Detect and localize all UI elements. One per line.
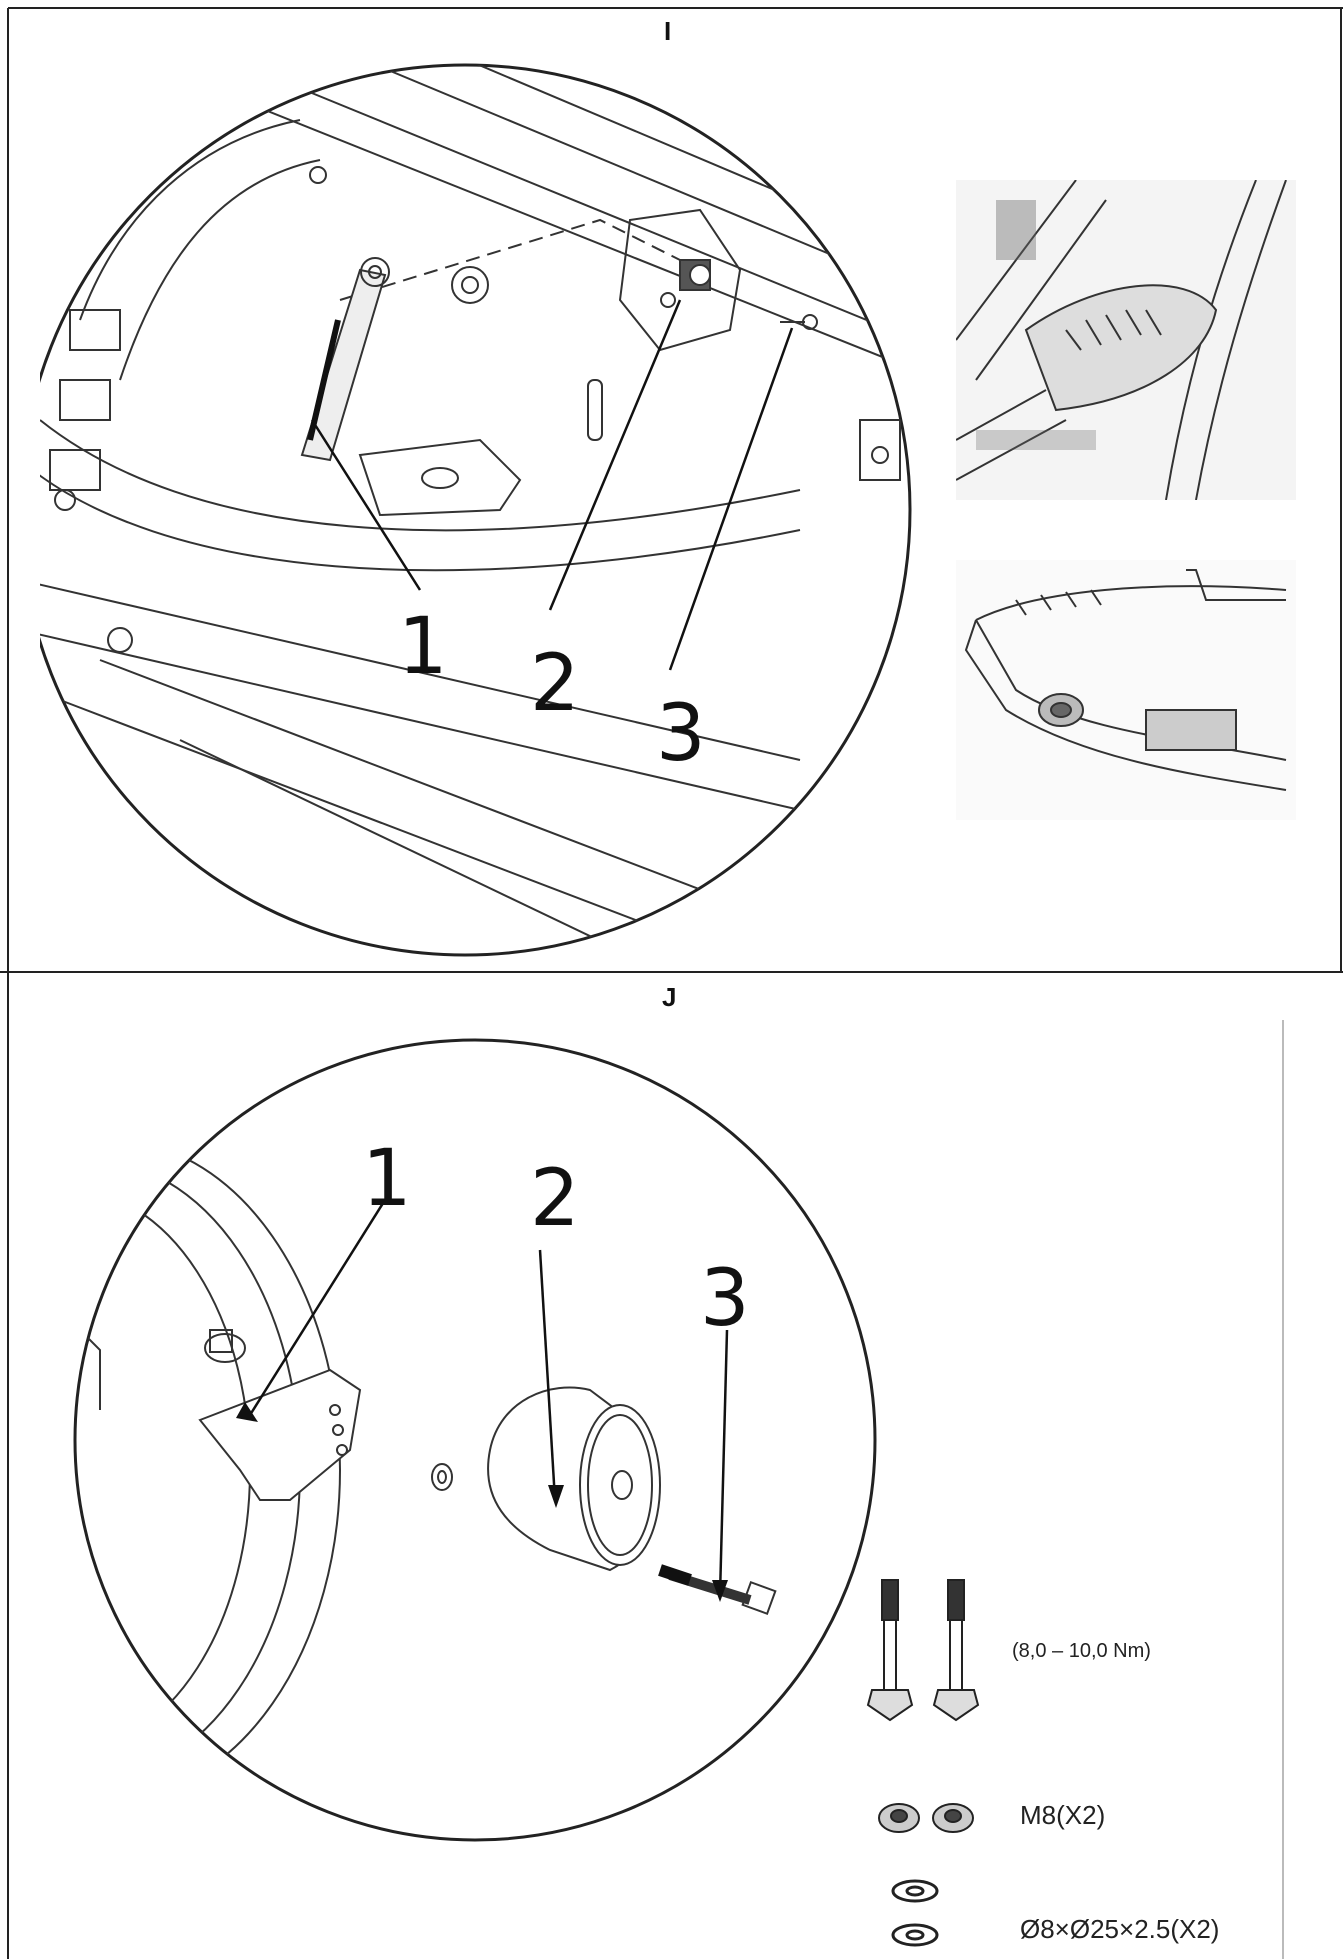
bolt-pair-icon bbox=[866, 1579, 980, 1722]
step-j-detail-drawing bbox=[73, 1038, 877, 1842]
nut-pair-icon bbox=[878, 1803, 974, 1833]
step-j-callout-2: 2 bbox=[530, 1154, 580, 1244]
washer-spec: Ø8×Ø25×2.5(X2) bbox=[1020, 1914, 1220, 1944]
bracket-photo-inset bbox=[956, 560, 1296, 820]
step-i-detail-drawing bbox=[40, 63, 912, 957]
washer-pair-icon bbox=[891, 1879, 939, 1947]
step-j-callout-1: 1 bbox=[362, 1134, 412, 1224]
step-j-callout-3: 3 bbox=[700, 1254, 750, 1344]
step-i-callout-1: 1 bbox=[398, 602, 448, 692]
gear-photo-inset bbox=[956, 180, 1296, 500]
step-j-label: J bbox=[662, 982, 677, 1012]
step-i-callout-3: 3 bbox=[656, 689, 706, 779]
step-i-label: I bbox=[664, 16, 672, 46]
step-i-callout-2: 2 bbox=[530, 639, 580, 729]
nut-spec: M8(X2) bbox=[1020, 1800, 1106, 1830]
bolt-torque-spec: (8,0 – 10,0 Nm) bbox=[1012, 1640, 1151, 1662]
